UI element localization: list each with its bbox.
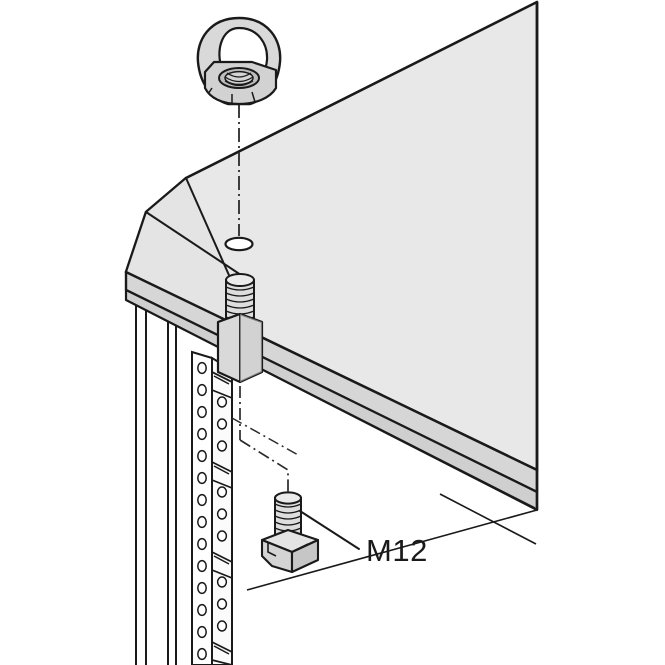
t-slot-hammer-head-bolt	[260, 491, 320, 574]
bolt-thread-top	[274, 491, 302, 505]
rail-reference-line	[231, 417, 301, 457]
stud-thread-lines	[225, 286, 255, 321]
panel-trailing-edge	[246, 509, 538, 591]
stud-top-face	[225, 273, 255, 287]
rail-hole-column-left	[197, 361, 207, 661]
punched-mounting-rail	[191, 350, 233, 665]
rail-hole-column-right	[216, 396, 228, 632]
panel-mounting-hole	[224, 236, 254, 252]
cabinet-frame-profile	[135, 299, 177, 665]
thread-size-label: M12	[366, 533, 428, 568]
cabinet-top-panel	[124, 0, 539, 545]
lifting-eye-nut	[196, 16, 282, 106]
m12-leader-line	[299, 510, 360, 550]
threaded-hex-spacer	[216, 273, 264, 384]
rail-to-bolt-centerline	[239, 386, 289, 500]
